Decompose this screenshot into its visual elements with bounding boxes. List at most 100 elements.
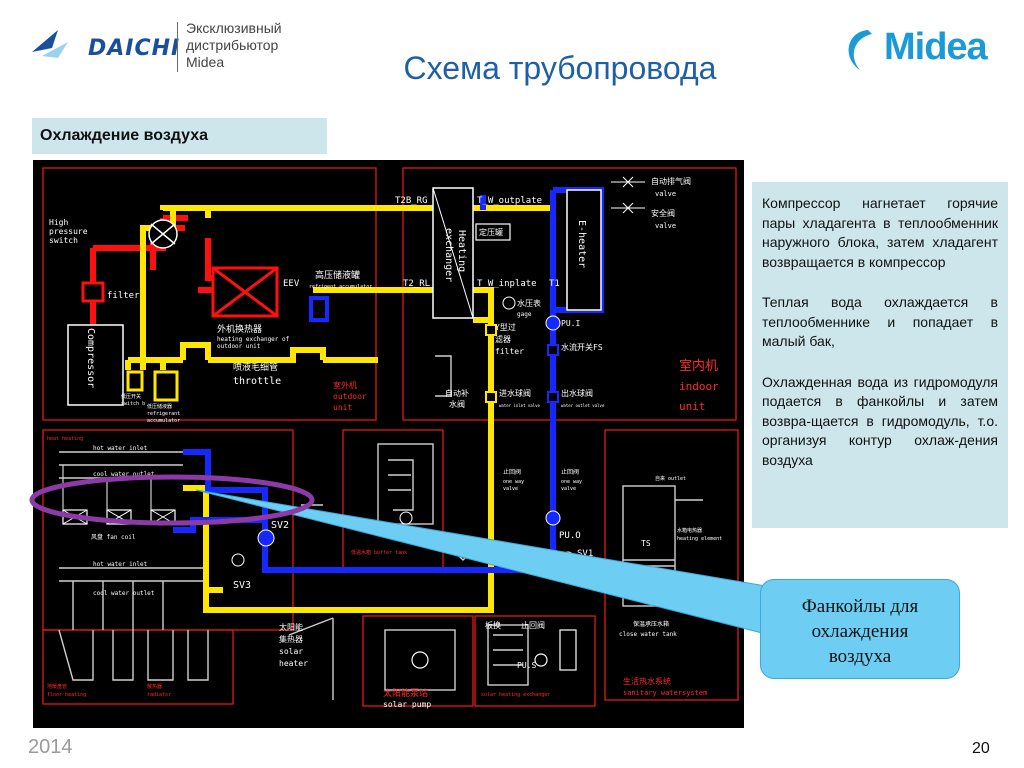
- midea-wordmark: Midea: [884, 26, 988, 68]
- label-high-pressure-2: pressure: [49, 227, 88, 236]
- label-t-w-outplate: T_W_outplate: [477, 196, 542, 206]
- label-eev: EEV: [283, 279, 300, 289]
- label-close-tank-1: 保温承压水箱: [633, 620, 669, 628]
- label-t2b-rg: T2B_RG: [395, 196, 428, 206]
- distributor-text: Эксклюзивный дистрибьютор Midea: [186, 20, 282, 71]
- label-throttle-en: throttle: [233, 376, 281, 387]
- label-t-w-inplate: T_W_inplate: [477, 279, 537, 289]
- label-throttle-cn: 喷液毛细管: [233, 361, 278, 373]
- label-cool-water-outlet-2: cool water outlet: [93, 590, 155, 597]
- header-divider: [177, 22, 178, 72]
- fan-coil-callout: Фанкойлы для охлаждения воздуха: [760, 579, 960, 679]
- label-floor-heating-1: 地暖盘管: [47, 683, 67, 690]
- label-accumulator-cn: 高压储液罐: [315, 269, 360, 281]
- section-subheading: Охлаждение воздуха: [32, 118, 327, 154]
- label-heating-element-1: 水箱电热器: [677, 527, 702, 534]
- label-close-tank-2: close water tank: [619, 631, 677, 638]
- check-valve-icon: [559, 629, 577, 671]
- inlet-ball-valve-icon: [485, 391, 497, 403]
- label-y-filter-en: filter: [495, 347, 524, 356]
- filter-icon: [81, 281, 105, 303]
- daichi-wordmark: DAICHI: [88, 36, 181, 61]
- piping-diagram: High pressure switch filter Compressor E…: [33, 160, 744, 728]
- label-low-switch-2: switch b: [121, 401, 145, 407]
- label-auto-fill-1: 自动补: [445, 388, 469, 398]
- label-one-way-6: valve: [561, 486, 576, 492]
- label-radiator-1: 散热器: [147, 683, 162, 690]
- label-sanitary-cn: 生活热水系统: [623, 676, 671, 686]
- low-pressure-accumulator-icon: [153, 370, 179, 402]
- outlet-ball-valve-icon: [547, 391, 559, 403]
- label-plate: 板换: [485, 620, 501, 630]
- label-fan-coil: 风盘 fan coil: [91, 533, 136, 541]
- label-y-filter-cn-2: 滤器: [495, 334, 511, 344]
- valve-sv2-icon: [257, 529, 275, 547]
- label-solar-heater-en-1: solar: [279, 647, 303, 656]
- label-outlet-valve-cn: 出水球阀: [561, 388, 593, 398]
- buffer-tank-sensor-icon: [399, 511, 413, 525]
- label-gauge-cn: 水压表: [517, 298, 541, 308]
- label-heating-element-2: heating element: [677, 536, 722, 542]
- label-auto-vent-cn: 自动排气阀: [651, 176, 691, 186]
- y-filter-icon: [485, 324, 497, 336]
- label-low-acc-2: refrigerant: [147, 411, 180, 417]
- diagram-labels: High pressure switch filter Compressor E…: [47, 176, 722, 709]
- label-pu-s: PU.S: [517, 661, 536, 670]
- pump-pu-o-icon: [545, 510, 561, 526]
- label-inlet-valve-cn: 进水球阀: [499, 388, 531, 398]
- label-cool-water-outlet: cool water outlet: [93, 471, 155, 478]
- label-indoor-unit-1: 室内机: [679, 358, 718, 374]
- callout-line: Фанкойлы для: [801, 596, 919, 617]
- label-sv1: SV1: [577, 549, 593, 559]
- label-sv2: SV2: [271, 520, 289, 531]
- label-solar-pump-cn: 太阳能泵站: [383, 687, 428, 699]
- label-indoor-unit-3: unit: [679, 400, 706, 413]
- label-hot-water-inlet: hot water inlet: [93, 445, 148, 452]
- label-solar-exchanger: solar heating exchanger: [481, 692, 550, 698]
- label-one-way-4: 止回阀: [561, 468, 579, 476]
- label-y-filter-cn-1: Y型过: [495, 322, 516, 332]
- compressor-icon: [67, 324, 124, 406]
- label-low-acc-1: 低压储液器: [147, 403, 172, 410]
- distributor-line: Эксклюзивный: [186, 20, 282, 36]
- label-flow-switch: 水流开关FS: [561, 342, 603, 352]
- label-tank-small: 定压罐: [479, 227, 503, 237]
- label-auto-vent-en: valve: [655, 190, 676, 198]
- page-number: 20: [972, 740, 990, 757]
- midea-swirl-icon: [848, 30, 872, 70]
- label-heating-1: Heating: [456, 230, 467, 272]
- label-one-way-3: valve: [503, 486, 518, 492]
- label-solar-heater-cn-2: 集热器: [279, 634, 303, 644]
- pump-pu-i-icon: [545, 315, 561, 331]
- label-high-pressure-1: High: [49, 218, 68, 227]
- label-auto-fill-2: 水阀: [449, 399, 465, 409]
- label-gauge-en: gage: [517, 311, 532, 318]
- pressure-gauge-icon: [502, 296, 516, 310]
- flow-switch-icon: [547, 344, 559, 356]
- valve-sv3-icon: [231, 553, 245, 567]
- label-outdoor-unit-1: 室外机: [333, 380, 357, 390]
- label-check-valve: 止回阀: [521, 620, 545, 630]
- label-heating-2: exchanger: [443, 228, 454, 282]
- piping-schematic: High pressure switch filter Compressor E…: [42, 167, 739, 709]
- label-one-way-1: 止回阀: [503, 468, 521, 476]
- info-paragraph: Компрессор нагнетает горячие пары хладаг…: [762, 195, 998, 270]
- label-radiator-2: radiator: [147, 692, 171, 698]
- label-safety-valve-cn: 安全阀: [651, 208, 675, 218]
- label-pu-i: PU.I: [561, 319, 580, 328]
- label-outdoor-hx-cn: 外机换热器: [217, 323, 262, 335]
- footer-year: 2014: [28, 736, 73, 758]
- info-paragraph: Теплая вода охлаждается в теплообменнике…: [762, 294, 998, 349]
- distributor-line: дистрибьютор: [186, 37, 279, 53]
- daichi-swoosh-icon: [32, 30, 68, 58]
- pump-pu-s-icon: [534, 653, 548, 667]
- label-one-way-5: one way: [561, 479, 582, 485]
- label-outdoor-hx-en-1: heating exchanger of: [217, 336, 290, 343]
- label-t1: T1: [549, 279, 560, 289]
- label-solar-heater-cn-1: 太阳能: [279, 622, 303, 632]
- label-floor-heating-2: floor heating: [47, 692, 86, 698]
- label-accumulator-en: refrigent accumulator: [309, 284, 372, 290]
- info-box: Компрессор нагнетает горячие пары хладаг…: [752, 182, 1008, 528]
- label-compressor: Compressor: [85, 328, 96, 388]
- e-heater-icon: [566, 189, 602, 311]
